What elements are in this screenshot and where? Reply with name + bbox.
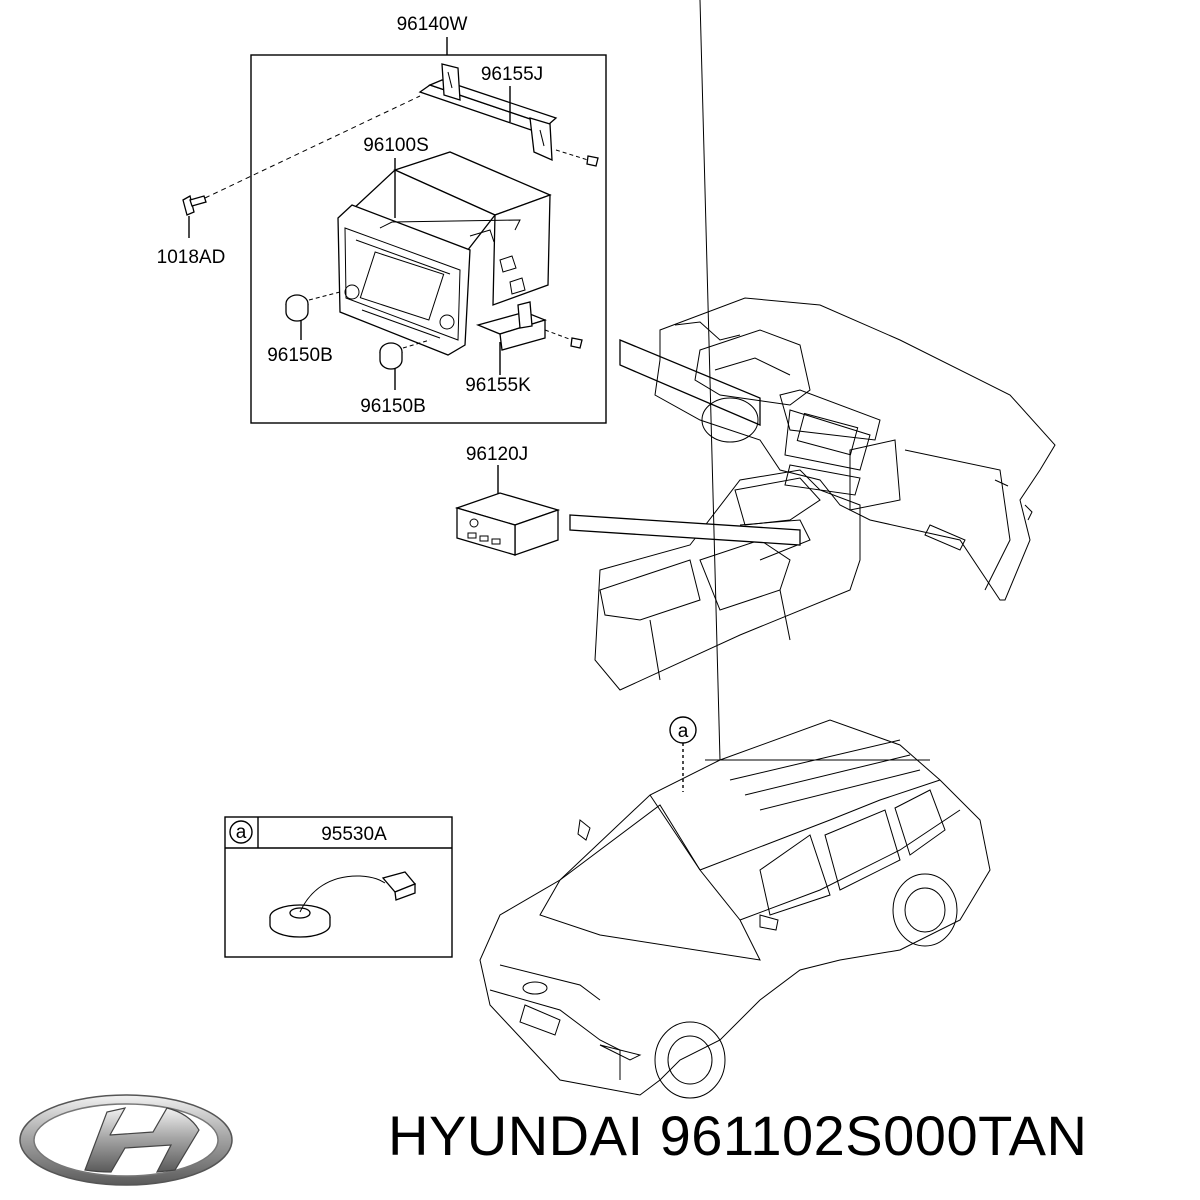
label-96155J: 96155J <box>481 64 543 85</box>
head-unit-assembly: 96140W 96155J <box>250 14 607 424</box>
sensor-box-frame <box>224 816 453 958</box>
label-96120J: 96120J <box>466 444 528 465</box>
label-96155K: 96155K <box>465 375 531 396</box>
aux-jack-96120J: 96120J <box>454 444 801 556</box>
knob-bottom <box>379 339 431 370</box>
label-96100S: 96100S <box>363 135 429 156</box>
lower-bracket <box>475 301 547 351</box>
hyundai-logo <box>19 1094 233 1186</box>
footer-part-title: HYUNDAI 961102S000TAN <box>388 1100 1087 1172</box>
label-96150B-left: 96150B <box>267 345 333 366</box>
label-95530A: 95530A <box>321 824 387 845</box>
knob-left <box>285 291 341 322</box>
callout-a-letter: a <box>678 721 689 742</box>
screw-lower-right <box>544 329 583 349</box>
sensor-callout-letter: a <box>236 822 247 843</box>
label-96140W: 96140W <box>397 14 468 35</box>
head-unit-body <box>337 151 552 356</box>
assembly-frame <box>250 54 607 424</box>
sensor-box-95530A: a 95530A <box>224 816 453 958</box>
part-number: 961102S000TAN <box>659 1104 1088 1167</box>
upper-bracket <box>418 63 558 162</box>
vehicle-illustration: a <box>479 0 991 1099</box>
label-96150B-bottom: 96150B <box>360 396 426 417</box>
screw-upper-right <box>555 149 599 167</box>
screw-1018AD: 1018AD <box>157 95 421 268</box>
dashboard-illustration <box>594 297 1056 691</box>
brand-name: HYUNDAI <box>388 1104 644 1167</box>
sensor-part <box>269 871 417 938</box>
label-1018AD: 1018AD <box>157 247 226 268</box>
sensor-callout-circle <box>229 820 253 844</box>
